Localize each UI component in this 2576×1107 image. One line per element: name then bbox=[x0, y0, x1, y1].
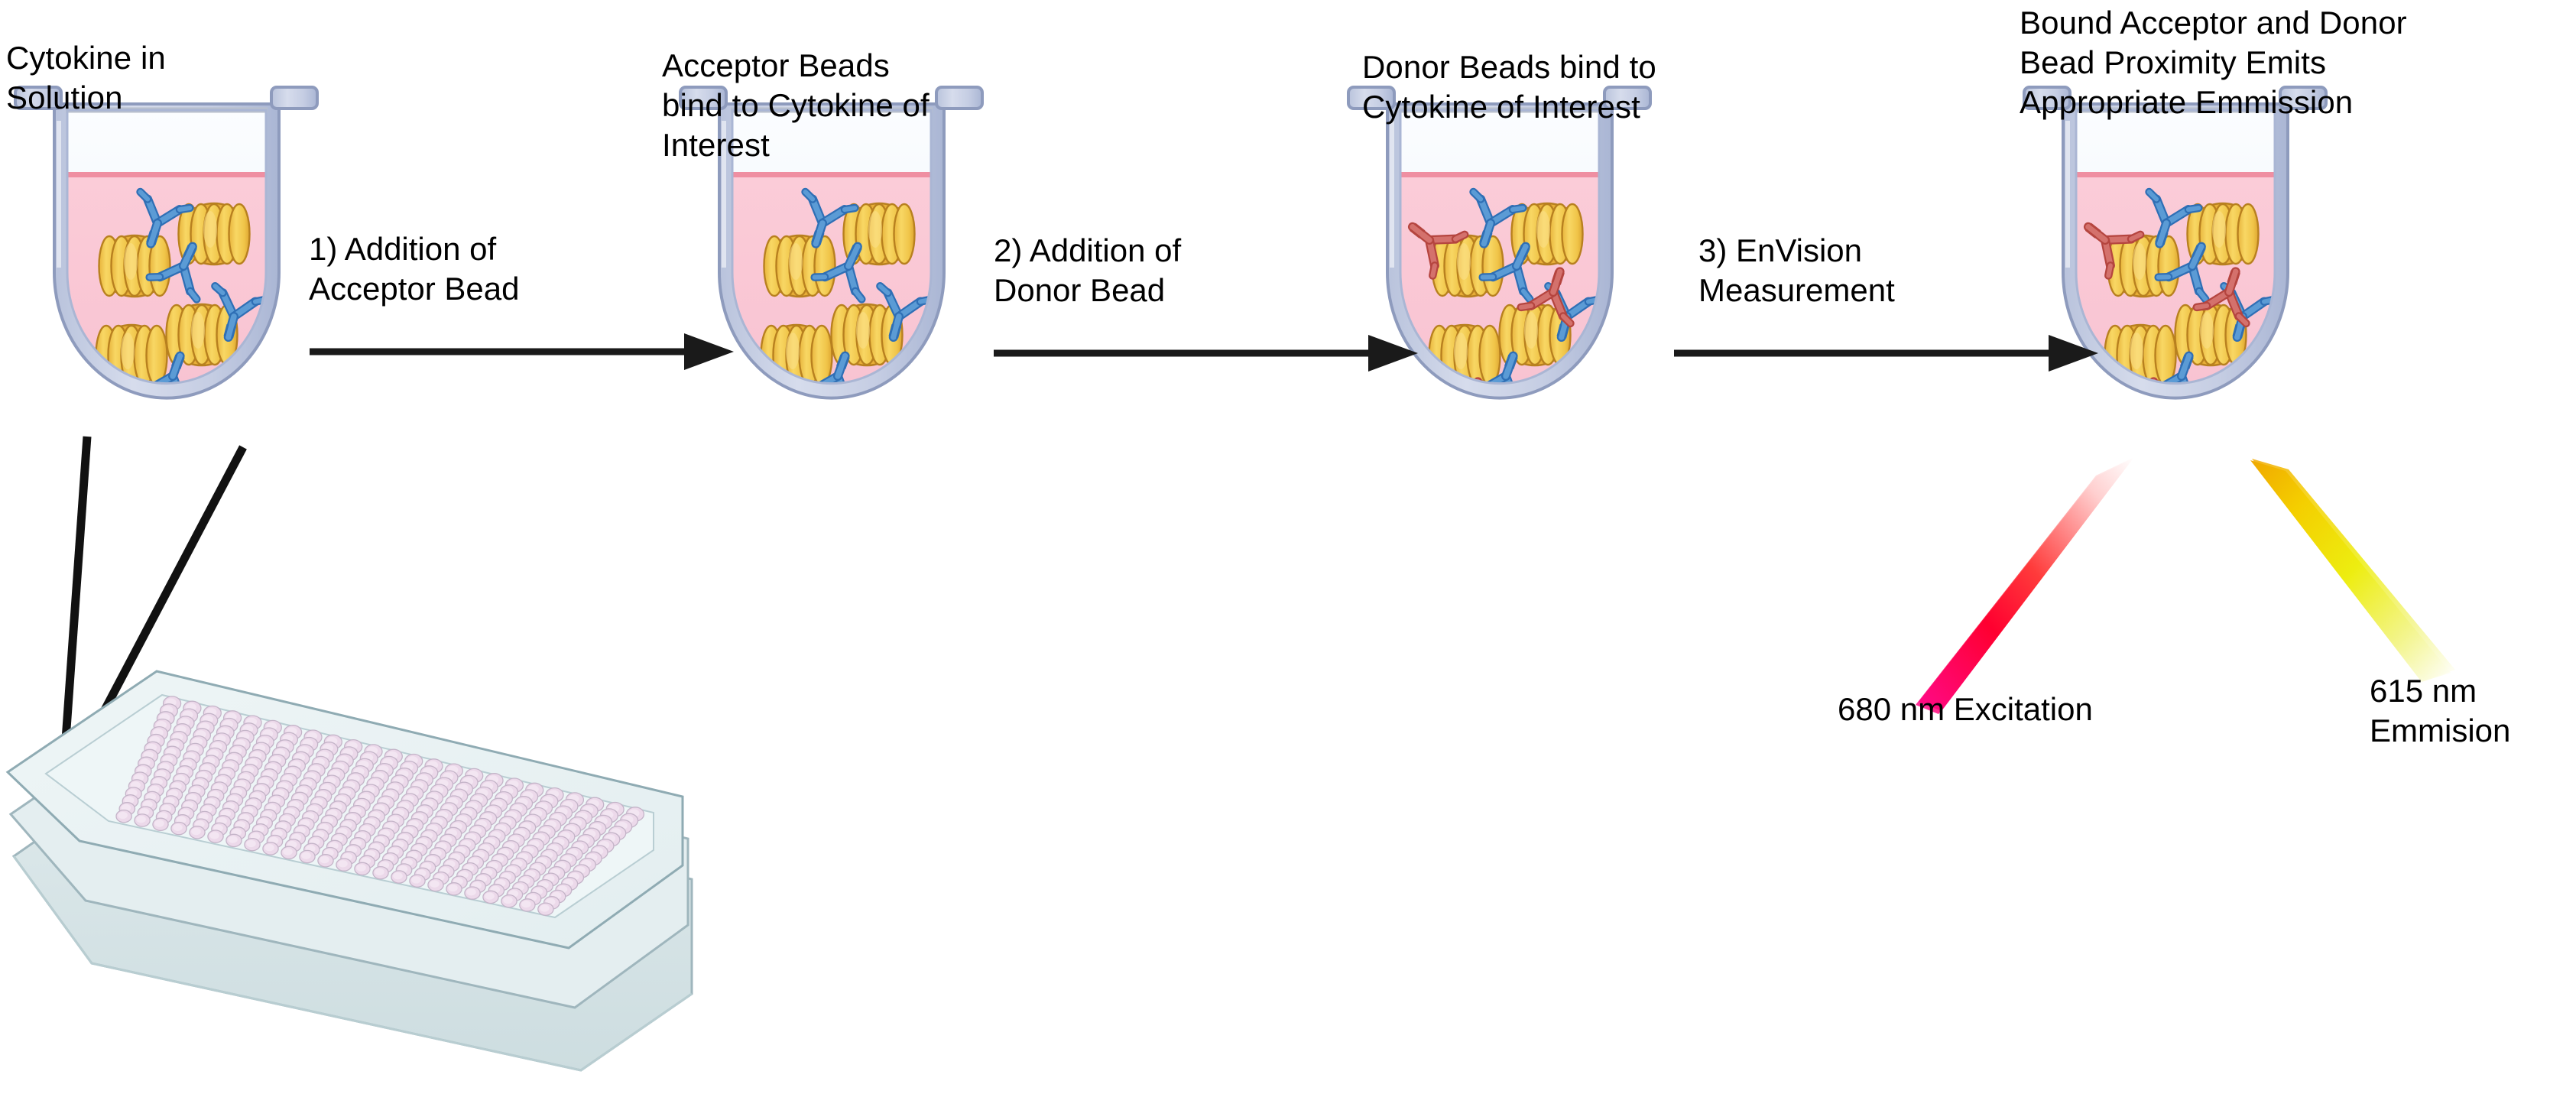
caption-step-4: Bound Acceptor and Donor Bead Proximity … bbox=[2020, 5, 2407, 120]
antibody bbox=[1407, 222, 1469, 280]
tube-group bbox=[14, 86, 2328, 477]
tube-flange-left bbox=[2023, 86, 2072, 110]
antibody bbox=[136, 187, 194, 248]
excitation-label: 680 nm Excitation bbox=[1838, 691, 2093, 727]
transition-label-2: 2) Addition of Donor Bead bbox=[994, 232, 1182, 308]
antibody bbox=[211, 282, 266, 342]
excitation-beam bbox=[1916, 457, 2134, 714]
reaction-tube-3[interactable] bbox=[1347, 86, 1652, 477]
process-arrow-1 bbox=[310, 333, 734, 370]
liquid-surface bbox=[67, 172, 266, 177]
reaction-tube-4[interactable] bbox=[2023, 86, 2328, 477]
tube-flange-right bbox=[1603, 86, 1652, 110]
antibody bbox=[1478, 242, 1534, 304]
emission-beam bbox=[2250, 459, 2455, 682]
antibody bbox=[2154, 242, 2210, 304]
tube-flange-left bbox=[1347, 86, 1396, 110]
cytokine-molecule bbox=[1498, 303, 1572, 367]
caption-step-2: Acceptor Beads bind to Cytokine of Inter… bbox=[662, 47, 930, 163]
caption-step-3: Donor Beads bind to Cytokine of Interest bbox=[1362, 49, 1656, 125]
transition-label-3: 3) EnVision Measurement bbox=[1698, 232, 1895, 308]
antibody bbox=[1469, 187, 1527, 248]
caption-step-1: Cytokine in Solution bbox=[6, 40, 166, 115]
tube-contents bbox=[95, 187, 266, 384]
transition-label-1: 1) Addition of Acceptor Bead bbox=[309, 231, 520, 307]
reaction-tube-2[interactable] bbox=[679, 86, 984, 477]
tube-flange-right bbox=[270, 86, 319, 110]
microplate[interactable] bbox=[5, 670, 693, 1072]
liquid-surface bbox=[2076, 172, 2275, 177]
tube-flange-right bbox=[2279, 86, 2328, 110]
cytokine-molecule bbox=[1431, 234, 1504, 298]
tube-contents bbox=[760, 187, 931, 384]
tube-contents bbox=[2083, 187, 2275, 384]
tube-flange-left bbox=[679, 86, 728, 110]
antibody bbox=[145, 242, 201, 304]
cytokine-molecule bbox=[2174, 303, 2247, 367]
process-arrow-3 bbox=[1674, 335, 2098, 372]
cytokine-molecule bbox=[2107, 234, 2180, 298]
well-grid bbox=[115, 696, 645, 916]
antibody bbox=[810, 242, 866, 304]
cytokine-molecule bbox=[98, 234, 171, 298]
antibody bbox=[1517, 267, 1575, 328]
liquid-surface bbox=[732, 172, 931, 177]
cytokine-molecule bbox=[763, 234, 836, 298]
process-arrow-2 bbox=[994, 335, 1418, 372]
liquid-surface bbox=[1400, 172, 1599, 177]
antibody bbox=[2192, 267, 2250, 328]
tube-flange-left bbox=[14, 86, 63, 110]
reaction-tube-1[interactable] bbox=[14, 86, 319, 477]
emission-label: 615 nm Emmision bbox=[2370, 673, 2511, 748]
antibody bbox=[801, 187, 859, 248]
antibody bbox=[2083, 222, 2145, 280]
tube-flange-right bbox=[935, 86, 984, 110]
antibody bbox=[2145, 187, 2203, 248]
cytokine-molecule bbox=[1428, 323, 1501, 384]
